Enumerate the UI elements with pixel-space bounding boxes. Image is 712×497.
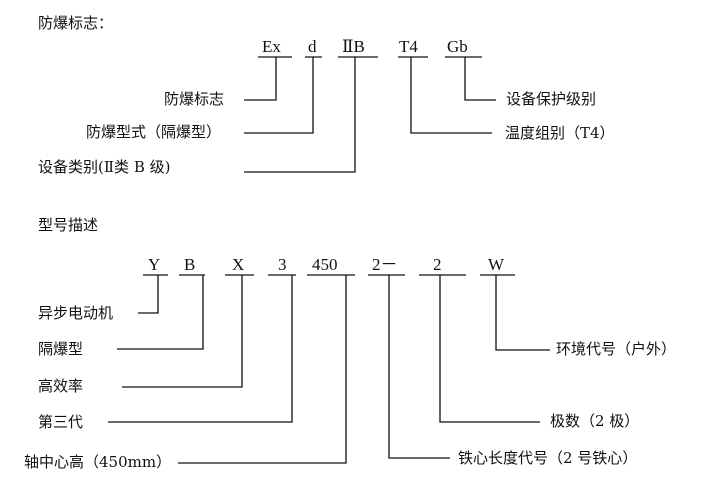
model-description-heading: 型号描述 <box>38 216 99 234</box>
leader-high-efficiency <box>122 275 243 388</box>
label-equipment-group: 设备类别(Ⅱ类 B 级) <box>38 158 171 176</box>
code-2: 2 <box>433 255 442 274</box>
leader-temperature-class <box>410 57 492 134</box>
label-third-gen: 第三代 <box>38 413 84 431</box>
explosion-marking-heading: 防爆标志： <box>38 14 114 32</box>
leader-flameproof <box>117 275 204 350</box>
code-d: d <box>308 37 317 56</box>
label-poles: 极数（2 极） <box>550 412 640 430</box>
code-3: 3 <box>278 255 287 274</box>
leader-marking <box>244 57 277 101</box>
leader-poles <box>439 275 540 423</box>
code-gb: Gb <box>447 37 468 56</box>
label-marking: 防爆标志 <box>164 90 225 108</box>
label-async-motor: 异步电动机 <box>38 304 114 322</box>
leader-protection-type <box>244 57 314 134</box>
code-450: 450 <box>312 255 338 274</box>
code-x: X <box>232 255 245 274</box>
label-protection-type: 防爆型式（隔爆型） <box>86 123 222 141</box>
code-2dash: 2－ <box>372 255 398 274</box>
code-y: Y <box>148 255 161 274</box>
leader-async-motor <box>138 275 159 314</box>
label-core-length: 铁心长度代号（2 号铁心） <box>458 449 638 467</box>
code-ex: Ex <box>262 37 281 56</box>
leader-third-gen <box>108 275 293 423</box>
leader-shaft-height <box>178 275 347 464</box>
code-t4: T4 <box>399 37 418 56</box>
code-w: W <box>488 255 505 274</box>
code-b: B <box>184 255 196 274</box>
code-iib: ⅡB <box>342 37 365 56</box>
leader-equipment-group <box>244 57 356 173</box>
leader-core-length <box>388 275 450 459</box>
label-shaft-height: 轴中心高（450mm） <box>24 453 172 471</box>
label-temperature-class: 温度组别（T4） <box>505 124 615 142</box>
label-protection-level: 设备保护级别 <box>506 90 597 108</box>
leader-environment <box>495 275 550 351</box>
label-environment: 环境代号（户外） <box>556 340 677 358</box>
label-high-efficiency: 高效率 <box>38 377 84 395</box>
leader-protection-level <box>464 57 496 101</box>
label-flameproof: 隔爆型 <box>38 340 84 358</box>
